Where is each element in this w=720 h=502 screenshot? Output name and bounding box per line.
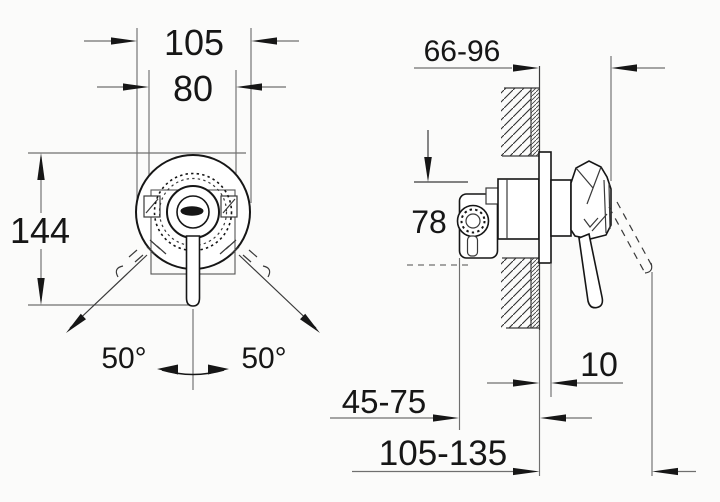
hub-slot <box>180 206 204 216</box>
dim-label-66-96: 66-96 <box>424 35 501 68</box>
dim-label-angle-left: 50° <box>101 342 146 375</box>
handle-sleeve <box>550 179 572 237</box>
dim-label-78: 78 <box>411 204 447 240</box>
plaster-layer-upper <box>531 88 539 156</box>
rough-in-valve-body <box>456 178 540 259</box>
dim-overall-projection: 105-135 <box>352 272 696 476</box>
port-stem <box>466 235 479 257</box>
front-view: 105 80 144 <box>10 22 320 390</box>
handle-knob <box>570 160 612 240</box>
dim-label-10: 10 <box>580 346 618 384</box>
dim-overall-height: 144 <box>10 152 246 306</box>
escutcheon-plate-side <box>538 151 552 264</box>
mounting-tab-right <box>220 195 238 218</box>
dim-rough-in-depth: 45-75 <box>330 258 592 430</box>
handle-lever-side <box>578 232 604 309</box>
dim-label-105: 105 <box>164 22 224 63</box>
mounting-clip <box>485 187 500 205</box>
handle-lever-front <box>185 235 201 307</box>
mounting-tab-left <box>143 195 161 218</box>
dim-label-144: 144 <box>10 210 70 251</box>
dim-box-width: 80 <box>97 68 286 178</box>
dim-body-height: 78 <box>407 130 472 266</box>
wall-section <box>501 66 541 476</box>
wall-hatch-lower <box>501 258 531 328</box>
dim-label-80: 80 <box>173 68 213 109</box>
dim-label-105-135: 105-135 <box>379 434 507 473</box>
lever-alt-position <box>608 201 653 274</box>
side-view: 66-96 78 10 45-75 <box>330 35 696 476</box>
dim-plate-projection: 10 <box>487 263 623 397</box>
wall-hatch-upper <box>501 88 531 156</box>
cartridge-housing <box>497 178 540 240</box>
dim-plate-diameter: 105 <box>84 22 299 203</box>
lever-swing-indicator: 50° 50° <box>66 249 320 390</box>
dim-label-45-75: 45-75 <box>342 383 426 420</box>
hub-inner-ring <box>176 195 210 229</box>
dim-label-angle-right: 50° <box>241 342 286 375</box>
dim-install-depth: 66-96 <box>414 35 665 181</box>
plaster-layer-lower <box>531 258 539 328</box>
